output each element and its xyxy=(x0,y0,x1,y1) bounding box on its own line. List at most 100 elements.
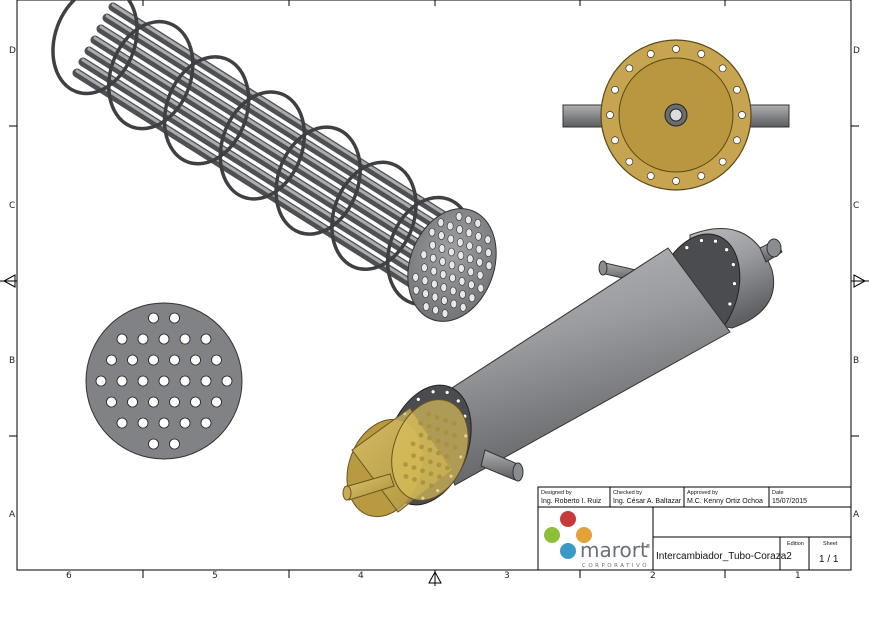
tube-end xyxy=(451,421,457,427)
designed-by-value: Ing. Roberto I. Ruiz xyxy=(541,498,602,505)
tube-end xyxy=(452,433,457,438)
tube-end xyxy=(412,477,417,482)
tube-hole xyxy=(441,296,448,305)
tube-end xyxy=(435,426,440,432)
tube-hole xyxy=(211,396,222,408)
baffle-plate xyxy=(330,160,418,271)
tube-rod xyxy=(78,57,445,292)
tube-hole xyxy=(179,333,191,345)
bolt-hole xyxy=(672,177,680,185)
flange-end-view xyxy=(562,39,790,191)
zone-row-c-right: C xyxy=(853,201,859,211)
bolt-hole xyxy=(733,85,741,94)
tube-hole xyxy=(475,244,483,254)
tube-end xyxy=(419,444,424,450)
tube-hole xyxy=(179,417,191,429)
tube-hole xyxy=(468,293,476,303)
tube-hole xyxy=(477,283,485,293)
tube-rod xyxy=(96,24,463,259)
tube-end xyxy=(403,462,408,467)
tube-hole xyxy=(428,227,436,237)
zone-col-4: 4 xyxy=(358,571,364,581)
bolt-hole xyxy=(684,245,690,250)
tube-hole xyxy=(476,257,483,267)
tube-rod xyxy=(72,68,439,303)
bolt-hole xyxy=(611,85,619,94)
zone-labels-bottom: 6 5 4 3 2 1 xyxy=(66,571,801,581)
tube-rod xyxy=(102,13,469,248)
date-value: 15/07/2015 xyxy=(772,498,807,505)
tube-hole xyxy=(449,286,457,296)
tube-hole xyxy=(466,241,473,251)
bolt-hole xyxy=(718,64,727,73)
logo-flower-icon xyxy=(544,511,592,559)
tube-end xyxy=(443,430,449,435)
zone-col-5: 5 xyxy=(212,571,218,581)
bolt-hole xyxy=(718,157,727,166)
bolt-hole xyxy=(646,50,655,58)
approved-by-value: M.C. Kenny Ortiz Ochoa xyxy=(687,498,763,505)
tube-hole xyxy=(449,273,456,283)
tube-end xyxy=(427,435,432,441)
logo-registered-mark: ® xyxy=(646,543,650,550)
baffle-plate xyxy=(106,19,195,131)
bolt-hole xyxy=(727,301,733,307)
tube-end xyxy=(444,453,450,459)
tube-hole xyxy=(169,312,180,324)
zone-row-c-left: C xyxy=(9,201,15,211)
tube-hole xyxy=(432,305,439,315)
zone-labels-right: D C B A xyxy=(853,46,860,520)
tube-hole xyxy=(475,232,482,241)
tube-hole xyxy=(448,247,455,257)
tube-end xyxy=(428,459,433,465)
bolt-hole xyxy=(733,136,741,145)
bolt-hole xyxy=(699,238,704,243)
tube-rod-highlight xyxy=(81,58,442,287)
tube-hole xyxy=(412,272,419,282)
tube-hole xyxy=(484,235,492,245)
tube-hole xyxy=(455,212,463,221)
tube-hole xyxy=(441,309,449,318)
tube-hole xyxy=(148,354,159,366)
tube-end xyxy=(420,480,426,485)
logo-name: marort xyxy=(580,538,648,562)
tube-hole xyxy=(456,238,464,247)
tube-rod xyxy=(84,46,451,281)
tube-hole xyxy=(148,312,159,324)
tube-end xyxy=(444,465,450,471)
tube-hole xyxy=(474,219,482,228)
bolt-hole xyxy=(606,111,614,119)
heat-exchanger-assembly-view xyxy=(342,227,783,518)
designed-by-label: Designed by xyxy=(541,490,572,496)
tube-hole xyxy=(106,354,117,366)
bolt-hole xyxy=(697,172,706,180)
bolt-hole xyxy=(713,239,718,244)
tube-hole xyxy=(148,396,159,408)
bolt-hole xyxy=(672,45,680,53)
sheet-value: 1 / 1 xyxy=(819,554,839,565)
edition-label: Edition xyxy=(787,541,804,547)
tube-hole xyxy=(200,417,212,429)
tube-hole xyxy=(116,417,128,429)
tube-hole xyxy=(169,438,180,450)
bolt-hole xyxy=(625,157,634,166)
tube-hole xyxy=(447,234,455,244)
tube-sheet-end xyxy=(407,208,497,322)
tube-hole xyxy=(485,248,492,258)
tube-hole xyxy=(169,354,180,366)
tube-end xyxy=(434,415,440,420)
tube-end xyxy=(436,450,441,456)
tube-hole xyxy=(476,270,484,280)
tube-hole xyxy=(106,396,117,408)
sheet-border xyxy=(0,0,869,586)
tube-hole xyxy=(457,251,465,260)
tube-hole xyxy=(420,250,428,260)
title-block: Designed by Ing. Roberto I. Ruiz Checked… xyxy=(537,486,852,571)
tube-hole xyxy=(466,254,474,264)
tube-end xyxy=(410,441,416,447)
tube-hole xyxy=(422,289,429,298)
baffle-plate xyxy=(218,90,307,201)
tube-rods xyxy=(72,2,475,303)
tube-end xyxy=(411,453,416,459)
bolt-hole xyxy=(732,281,737,286)
